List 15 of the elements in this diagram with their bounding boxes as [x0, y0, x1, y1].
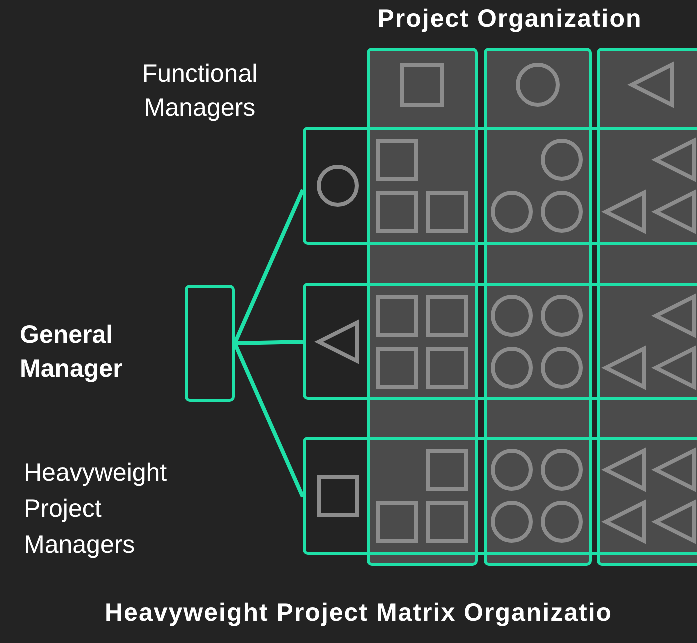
manager-box: [185, 285, 235, 402]
row-box: [303, 127, 697, 245]
node-caption: General Manager: [20, 320, 124, 385]
connector-line: [233, 189, 305, 344]
group-label: Heavyweight Project Managers: [24, 458, 168, 561]
row-box: [303, 283, 697, 400]
title: Project Organization: [376, 4, 644, 35]
connector-line: [233, 342, 305, 498]
column-box: [597, 48, 697, 566]
caption: Heavyweight Project Matrix Organizatio: [105, 598, 614, 629]
row-box: [303, 437, 697, 555]
group-label: Functional Managers: [141, 59, 259, 124]
column-box: [484, 48, 592, 566]
column-box: [367, 48, 478, 566]
connector-line: [234, 340, 304, 346]
